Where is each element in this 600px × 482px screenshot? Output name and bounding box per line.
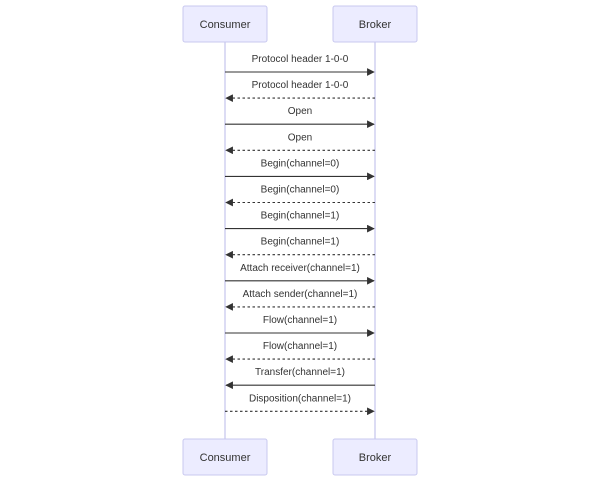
message-6: Begin(channel=0) [225,185,375,207]
actor-label: Consumer [200,19,251,31]
message-13: Transfer(channel=1) [225,367,375,390]
actor-consumer-top: Consumer [182,5,268,43]
message-label: Transfer(channel=1) [255,367,345,378]
message-3: Open [225,106,375,129]
message-7: Begin(channel=1) [225,211,375,233]
actor-broker-top: Broker [332,5,418,43]
message-10: Attach sender(channel=1) [225,289,375,311]
message-14: Disposition(channel=1) [225,393,375,416]
actor-consumer-bottom: Consumer [182,438,268,476]
message-label: Attach receiver(channel=1) [240,263,360,274]
message-2: Protocol header 1-0-0 [225,80,375,102]
message-label: Open [288,132,312,143]
message-label: Begin(channel=1) [261,211,340,222]
message-label: Flow(channel=1) [263,315,337,326]
message-5: Begin(channel=0) [225,158,375,181]
message-9: Attach receiver(channel=1) [225,263,375,285]
message-label: Disposition(channel=1) [249,393,351,404]
message-label: Open [288,106,312,117]
actor-box [182,438,268,476]
message-label: Begin(channel=0) [261,158,340,169]
message-label: Attach sender(channel=1) [243,289,358,300]
actor-box [332,438,418,476]
message-4: Open [225,132,375,155]
message-label: Protocol header 1-0-0 [252,80,349,91]
message-label: Flow(channel=1) [263,341,337,352]
message-8: Begin(channel=1) [225,237,375,259]
message-11: Flow(channel=1) [225,315,375,337]
actor-broker-bottom: Broker [332,438,418,476]
actor-box [182,5,268,43]
actor-box [332,5,418,43]
message-12: Flow(channel=1) [225,341,375,363]
actor-label: Broker [359,452,392,464]
message-label: Protocol header 1-0-0 [252,54,349,65]
message-label: Begin(channel=0) [261,185,340,196]
actor-label: Consumer [200,452,251,464]
message-label: Begin(channel=1) [261,237,340,248]
message-1: Protocol header 1-0-0 [225,54,375,76]
actor-label: Broker [359,19,392,31]
